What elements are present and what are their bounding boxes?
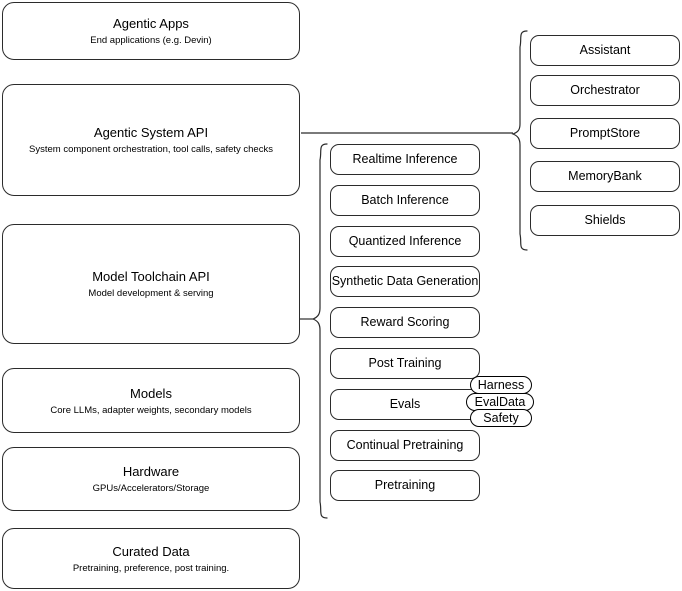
agentic-component-memorybank[interactable]: MemoryBank: [530, 161, 680, 192]
toolchain-item-label: Post Training: [368, 356, 442, 370]
agentic-component-label: PromptStore: [569, 126, 641, 140]
toolchain-item-label: Pretraining: [374, 478, 436, 492]
layer-box-curated-data[interactable]: Curated Data Pretraining, preference, po…: [2, 528, 300, 589]
layer-box-agentic-system-api[interactable]: Agentic System API System component orch…: [2, 84, 300, 196]
layer-title: Curated Data: [112, 543, 190, 559]
layer-box-models[interactable]: Models Core LLMs, adapter weights, secon…: [2, 368, 300, 433]
layer-title: Agentic System API: [93, 125, 209, 140]
toolchain-item-label: Reward Scoring: [360, 315, 450, 329]
toolchain-item-continual-pretraining[interactable]: Continual Pretraining: [330, 430, 480, 461]
toolchain-item-reward-scoring[interactable]: Reward Scoring: [330, 307, 480, 338]
layer-subtitle: System component orchestration, tool cal…: [29, 144, 273, 155]
toolchain-item-label: Batch Inference: [361, 193, 449, 207]
layer-subtitle: Pretraining, preference, post training.: [72, 562, 230, 574]
layer-subtitle: GPUs/Accelerators/Storage: [92, 483, 210, 494]
toolchain-item-label: Quantized Inference: [348, 234, 462, 248]
layer-box-hardware[interactable]: Hardware GPUs/Accelerators/Storage: [2, 447, 300, 511]
toolchain-item-label: Continual Pretraining: [346, 438, 464, 452]
toolchain-item-pretraining[interactable]: Pretraining: [330, 470, 480, 501]
toolchain-item-batch-inference[interactable]: Batch Inference: [330, 185, 480, 216]
toolchain-item-label: Synthetic Data Generation: [331, 274, 479, 288]
layer-title: Agentic Apps: [113, 16, 189, 31]
agentic-component-shields[interactable]: Shields: [530, 205, 680, 236]
eval-pill-harness[interactable]: Harness: [470, 376, 532, 394]
agentic-component-label: Orchestrator: [570, 83, 640, 97]
toolchain-item-label: Evals: [389, 397, 421, 411]
agentic-component-label: Shields: [584, 213, 626, 227]
layer-title: Models: [130, 385, 172, 401]
agentic-component-assistant[interactable]: Assistant: [530, 35, 680, 66]
layer-title: Model Toolchain API: [92, 269, 210, 284]
toolchain-item-evals[interactable]: Evals: [330, 389, 480, 420]
toolchain-item-label: Realtime Inference: [352, 152, 458, 166]
agentic-component-label: Assistant: [579, 43, 631, 57]
brace-toolchain: [311, 143, 328, 519]
layer-title: Hardware: [122, 464, 180, 479]
toolchain-item-quantized-inference[interactable]: Quantized Inference: [330, 226, 480, 257]
toolchain-item-post-training[interactable]: Post Training: [330, 348, 480, 379]
layer-box-model-toolchain-api[interactable]: Model Toolchain API Model development & …: [2, 224, 300, 344]
toolchain-item-synthetic-data-generation[interactable]: Synthetic Data Generation: [330, 266, 480, 297]
agentic-component-label: MemoryBank: [568, 169, 642, 183]
layer-subtitle: Model development & serving: [88, 288, 214, 299]
layer-box-agentic-apps[interactable]: Agentic Apps End applications (e.g. Devi…: [2, 2, 300, 60]
eval-pill-safety[interactable]: Safety: [470, 409, 532, 427]
agentic-component-orchestrator[interactable]: Orchestrator: [530, 75, 680, 106]
layer-subtitle: Core LLMs, adapter weights, secondary mo…: [50, 404, 252, 416]
layer-subtitle: End applications (e.g. Devin): [90, 35, 212, 46]
toolchain-item-realtime-inference[interactable]: Realtime Inference: [330, 144, 480, 175]
brace-agentic-components: [511, 30, 528, 251]
agentic-component-promptstore[interactable]: PromptStore: [530, 118, 680, 149]
